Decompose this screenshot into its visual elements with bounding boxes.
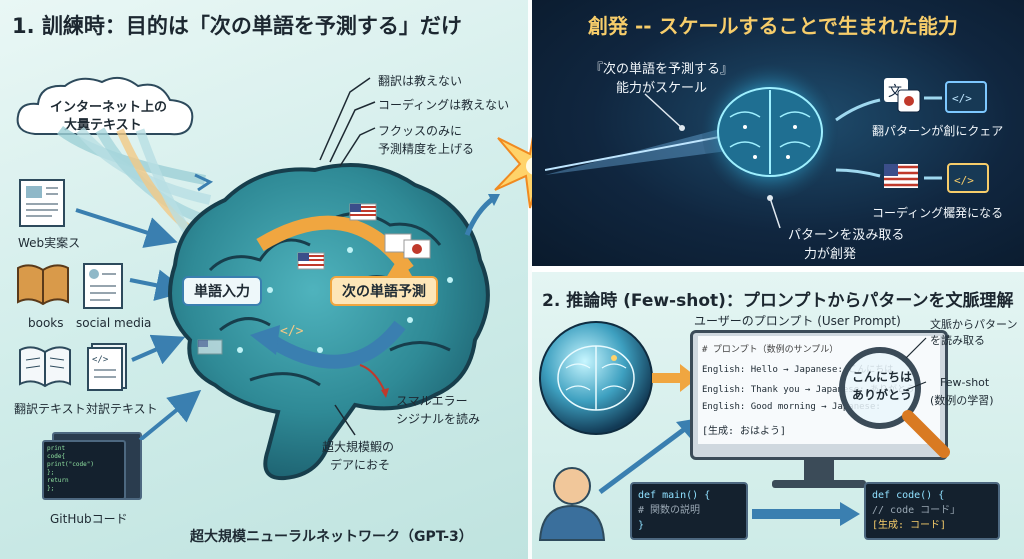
- network-caption: 超大規模ニューラルネットワーク（GPT-3）: [190, 529, 473, 545]
- fewshot-label-line2: (数例の学習): [930, 394, 994, 407]
- cloud-text-line1: インターネット上の: [50, 100, 168, 115]
- cloud-icon: [16, 76, 194, 136]
- callout-small-error-line1: スマルエラー: [396, 394, 468, 408]
- scale-label-line2: 能力がスケール: [616, 81, 708, 96]
- code-line: };: [47, 485, 55, 492]
- svg-text:</>: </>: [952, 92, 972, 105]
- emergence-title: 創発 -- スケールすることで生まれた能力: [588, 14, 958, 38]
- code-line: };: [47, 469, 55, 476]
- social-media-icon: [83, 263, 123, 309]
- prompt-line: English: Hello → Japanese: こんにちは: [702, 365, 894, 375]
- context-label-line2: を読み取る: [930, 334, 985, 347]
- prompt-line: # プロンプト（数例のサンプル）: [702, 345, 839, 355]
- training-title: 1. 訓練時：目的は「次の単語を予測する」だけ: [12, 14, 462, 38]
- monitor-stand: [804, 460, 834, 482]
- code-line: def main() {: [638, 490, 711, 501]
- open-book-icon: [19, 346, 71, 388]
- sphere-brain-illustration: [539, 321, 653, 435]
- code-line: // code コード」: [872, 505, 961, 516]
- callout-small-error-line2: シジナルを読み: [396, 412, 481, 426]
- code-generated-line: [生成: コード]: [872, 520, 947, 531]
- scale-pointer: [644, 93, 685, 131]
- next-word-predict-label: 次の単語予測: [330, 276, 438, 306]
- callout-focus-line2: 予測精度を上げる: [378, 142, 475, 156]
- code-output-window: def code() { // code コード」 [生成: コード]: [864, 482, 1000, 540]
- code-transform-arrow: [752, 502, 860, 526]
- code-line: # 関数の説明: [638, 505, 701, 516]
- callout-no-coding: コーディングは教えない: [378, 98, 510, 112]
- pattern-label-line2: 力が創発: [804, 247, 857, 262]
- monitor-base: [772, 480, 866, 488]
- translation-emergence-label: 翻パターンが創にクェア: [872, 124, 1004, 138]
- document-code-icon: </>: [87, 343, 127, 391]
- context-pointers: [905, 337, 927, 391]
- translate-icon: 文: [884, 78, 921, 113]
- callout-no-translate: 翻訳は教えない: [378, 74, 463, 88]
- huge-data-pointer: [334, 404, 356, 436]
- code-line: return: [47, 477, 69, 484]
- panel-divider-horizontal: [532, 266, 1024, 272]
- svg-text:</>: </>: [280, 324, 304, 339]
- small-error-arrow: [359, 364, 389, 398]
- code-line: print("code"): [47, 461, 94, 468]
- magnifier-text-line2: ありがとう: [852, 388, 913, 402]
- prompt-line: English: Good morning → Japanese:: [702, 402, 881, 412]
- web-page-icon: [19, 179, 65, 227]
- pattern-pointer: [767, 195, 781, 229]
- callout-huge-data-line1: 超大規模鰕の: [322, 440, 395, 454]
- pattern-label-line1: パターンを汲み取る: [788, 228, 905, 243]
- glowing-brain-illustration: [702, 64, 838, 200]
- user-avatar-icon: [538, 467, 606, 541]
- panel-divider: [528, 0, 533, 559]
- github-code-window: print code{ print("code") }; return };: [42, 440, 126, 500]
- magnifying-glass-icon: [839, 347, 950, 458]
- prompt-line: English: Thank you → Japanese: ありがとう: [702, 385, 915, 395]
- source-social-label: social media: [76, 316, 152, 330]
- callout-huge-data-line2: デアにおそ: [330, 458, 391, 472]
- code-window-glow-icon: </>: [947, 163, 989, 193]
- svg-text:</>: </>: [92, 355, 109, 365]
- code-window-icon: </>: [945, 81, 987, 113]
- light-beam: [545, 125, 735, 175]
- blue-arrow-to-burst: [464, 194, 500, 236]
- source-github-label: GitHubコード: [50, 512, 128, 526]
- orange-arrow-to-prompt: [652, 364, 698, 392]
- emergence-arrows: [835, 96, 942, 180]
- code-line: def code() {: [872, 490, 945, 501]
- source-translation-label: 翻訳テキスト: [14, 402, 86, 416]
- coding-emergence-label: コーディング欘発になる: [872, 206, 1004, 220]
- scale-label-line1: 『次の単語を予測する』: [590, 62, 734, 77]
- code-line: print: [47, 445, 66, 452]
- callout-lines: [319, 77, 376, 167]
- callout-focus-line1: フクッスのみに: [378, 124, 463, 138]
- prompt-generated-line: [生成: おはよう]: [702, 426, 787, 437]
- magnifier-text-line1: こんにちは: [852, 370, 913, 384]
- source-books-label: books: [28, 316, 64, 330]
- prompt-header: ユーザーのプロンプト (User Prompt): [694, 314, 901, 328]
- source-parallel-label: 対訳テキスト: [86, 402, 158, 416]
- code-line: code{: [47, 453, 66, 460]
- inference-title: 2. 推論時 (Few-shot)：プロンプトからパターンを文脈理解: [542, 291, 1014, 311]
- word-input-label: 単語入力: [182, 276, 262, 306]
- code-line: }: [638, 520, 645, 531]
- svg-text:</>: </>: [954, 174, 974, 187]
- book-icon: [17, 264, 69, 306]
- context-label-line1: 文脈からパターン: [930, 318, 1018, 331]
- fewshot-label-line1: Few-shot: [940, 376, 990, 389]
- code-input-window: def main() { # 関数の説明 }: [630, 482, 748, 540]
- us-flag-icon: [884, 164, 918, 188]
- neural-network-brain-illustration: </>: [168, 163, 490, 481]
- source-web-label: Web実案ス: [18, 236, 81, 250]
